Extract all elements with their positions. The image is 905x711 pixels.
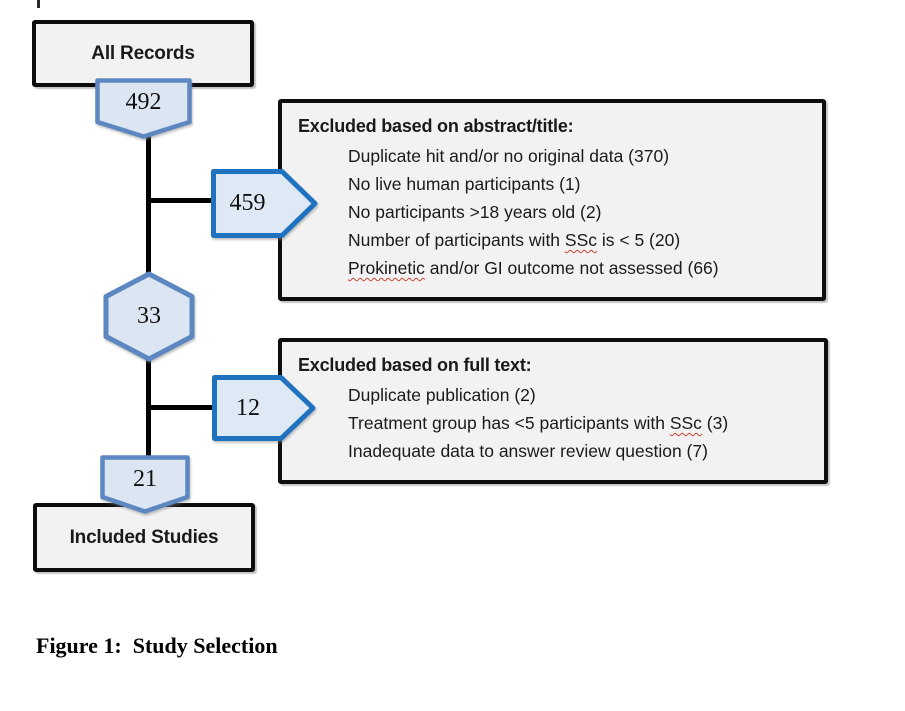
connector-branch-fulltext: [148, 405, 218, 410]
misspelled-word: SSc: [564, 230, 598, 250]
count-all-records: 492: [125, 89, 162, 115]
exclusion-item: Duplicate hit and/or no original data (3…: [348, 146, 670, 166]
count-node-all-records: 492: [95, 78, 192, 139]
exclusion-item-list: Duplicate publication (2) Treatment group…: [282, 381, 824, 465]
misspelled-word: Prokinetic: [348, 258, 425, 278]
figure-caption: Figure 1: Study Selection: [36, 633, 278, 658]
count-after-abstract-screen: 33: [137, 303, 161, 329]
exclusion-item: Treatment group has <5 participants with…: [348, 413, 729, 433]
exclusion-item: Prokinetic and/or GI outcome not assesse…: [348, 258, 719, 278]
count-excluded-abstract: 459: [229, 190, 266, 216]
exclusion-item: No participants >18 years old (2): [348, 202, 602, 222]
count-excluded-fulltext: 12: [236, 394, 260, 421]
pentagon-down-icon: [100, 455, 190, 514]
text-cursor-artifact: [37, 0, 40, 8]
exclusion-item: Duplicate publication (2): [348, 385, 536, 405]
exclusion-box-abstract: Excluded based on abstract/title: Duplic…: [278, 99, 826, 301]
exclusion-item: No live human participants (1): [348, 174, 581, 194]
arrow-right-icon: [211, 169, 318, 238]
connector-branch-abstract: [148, 198, 218, 203]
pentagon-down-icon: [95, 78, 192, 139]
exclusion-item: Inadequate data to answer review questio…: [348, 441, 708, 461]
exclusion-box-fulltext: Excluded based on full text: Duplicate p…: [278, 338, 828, 484]
exclusion-item-list: Duplicate hit and/or no original data (3…: [282, 142, 822, 282]
count-node-after-abstract-screen: 33: [103, 271, 195, 362]
all-records-label: All Records: [91, 42, 195, 64]
count-node-included: 21: [100, 455, 190, 514]
count-included: 21: [133, 466, 157, 492]
hexagon-icon: [103, 271, 195, 362]
count-node-excluded-fulltext: 12: [212, 375, 316, 441]
included-studies-box: Included Studies: [33, 503, 255, 572]
all-records-box: All Records: [32, 20, 254, 87]
exclusion-title: Excluded based on full text:: [298, 355, 532, 375]
count-node-excluded-abstract: 459: [211, 169, 318, 238]
exclusion-title: Excluded based on abstract/title:: [298, 116, 574, 136]
exclusion-item: Number of participants with SSc is < 5 (…: [348, 230, 681, 250]
included-studies-label: Included Studies: [69, 526, 219, 548]
misspelled-word: SSc: [669, 413, 702, 433]
arrow-right-icon: [212, 375, 316, 441]
